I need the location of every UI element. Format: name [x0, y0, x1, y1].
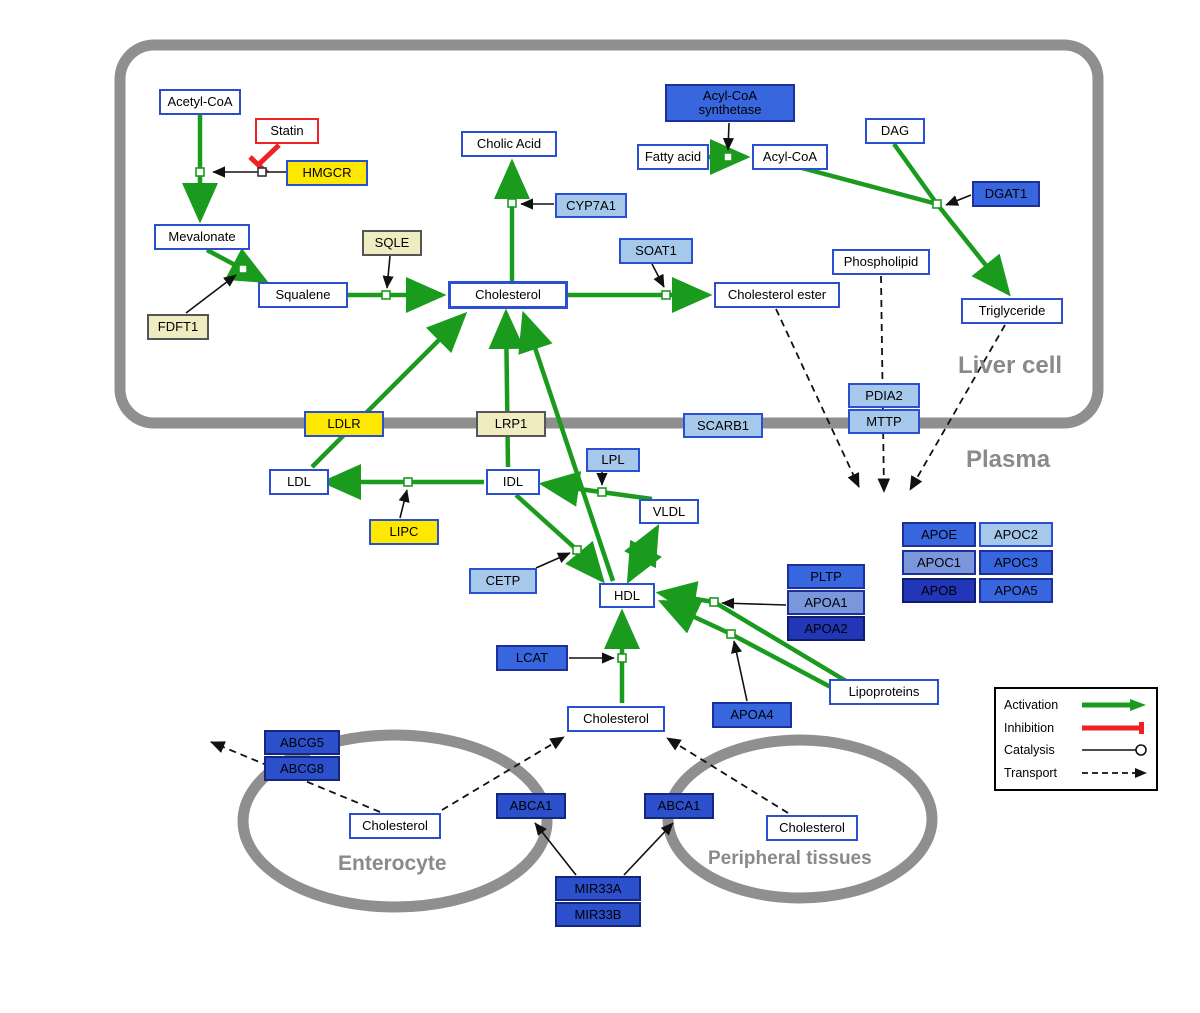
gene-ldlr[interactable]: LDLR	[304, 411, 384, 437]
node-hdl[interactable]: HDL	[599, 583, 655, 608]
gene-abca1-center[interactable]: ABCA1	[496, 793, 566, 819]
gene-apoa1[interactable]: APOA1	[787, 590, 865, 615]
node-acetyl-coa[interactable]: Acetyl-CoA	[159, 89, 241, 115]
legend-activation-row: Activation	[1004, 695, 1148, 715]
gene-scarb1[interactable]: SCARB1	[683, 413, 763, 438]
catalysis-circle-icon	[1082, 744, 1147, 757]
node-cholesterol-enterocyte[interactable]: Cholesterol	[349, 813, 441, 839]
gene-apoc2[interactable]: APOC2	[979, 522, 1053, 547]
gene-lcat[interactable]: LCAT	[496, 645, 568, 671]
node-statin[interactable]: Statin	[255, 118, 319, 144]
node-triglyceride[interactable]: Triglyceride	[961, 298, 1063, 324]
mir33-stack: MIR33A MIR33B	[555, 876, 641, 927]
gene-lipc[interactable]: LIPC	[369, 519, 439, 545]
node-cholesterol-liver[interactable]: Cholesterol	[448, 281, 568, 309]
gene-abca1-peripheral[interactable]: ABCA1	[644, 793, 714, 819]
gene-pdia2[interactable]: PDIA2	[848, 383, 920, 408]
gene-apoa4[interactable]: APOA4	[712, 702, 792, 728]
legend-inhibition-label: Inhibition	[1004, 720, 1055, 735]
legend: Activation Inhibition Catalysis Transpor…	[994, 687, 1158, 791]
inhibition-tee-icon	[1082, 721, 1144, 734]
gene-lpl[interactable]: LPL	[586, 448, 640, 472]
gene-mttp[interactable]: MTTP	[848, 409, 920, 434]
legend-catalysis-row: Catalysis	[1004, 740, 1148, 760]
gene-acyl-coa-synthetase[interactable]: Acyl-CoA synthetase	[665, 84, 795, 122]
node-phospholipid[interactable]: Phospholipid	[832, 249, 930, 275]
node-cholesterol-plasma[interactable]: Cholesterol	[567, 706, 665, 732]
peripheral-tissues-label: Peripheral tissues	[708, 848, 872, 869]
node-acyl-coa[interactable]: Acyl-CoA	[752, 144, 828, 170]
node-lipoproteins[interactable]: Lipoproteins	[829, 679, 939, 705]
abcg5-abcg8-stack: ABCG5 ABCG8	[264, 730, 340, 781]
gene-abcg5[interactable]: ABCG5	[264, 730, 340, 755]
node-cholic-acid[interactable]: Cholic Acid	[461, 131, 557, 157]
liver-cell-label: Liver cell	[958, 352, 1063, 379]
gene-soat1[interactable]: SOAT1	[619, 238, 693, 264]
node-cholesterol-peripheral[interactable]: Cholesterol	[766, 815, 858, 841]
legend-catalysis-label: Catalysis	[1004, 743, 1055, 758]
legend-transport-row: Transport	[1004, 763, 1148, 783]
legend-activation-label: Activation	[1004, 698, 1059, 712]
gene-apob[interactable]: APOB	[902, 578, 976, 603]
pltp-apoa-stack: PLTP APOA1 APOA2	[787, 564, 865, 641]
enterocyte-label: Enterocyte	[338, 852, 447, 875]
node-mevalonate[interactable]: Mevalonate	[154, 224, 250, 250]
node-fatty-acid[interactable]: Fatty acid	[637, 144, 709, 170]
activation-arrow-icon	[1082, 699, 1146, 711]
gene-mir33a[interactable]: MIR33A	[555, 876, 641, 901]
gene-apoe[interactable]: APOE	[902, 522, 976, 547]
plasma-label: Plasma	[966, 446, 1051, 473]
gene-pltp[interactable]: PLTP	[787, 564, 865, 589]
node-squalene[interactable]: Squalene	[258, 282, 348, 308]
gene-apoc3[interactable]: APOC3	[979, 550, 1053, 575]
apolipoprotein-grid: APOE APOC2 APOC1 APOC3 APOB APOA5	[902, 522, 1053, 603]
peripheral-tissues-membrane	[662, 734, 938, 904]
pdia2-mttp-stack: PDIA2 MTTP	[848, 383, 920, 434]
node-dag[interactable]: DAG	[865, 118, 925, 144]
legend-inhibition-row: Inhibition	[1004, 718, 1148, 738]
gene-cetp[interactable]: CETP	[469, 568, 537, 594]
reaction-node-squares	[195, 152, 942, 663]
gene-mir33b[interactable]: MIR33B	[555, 902, 641, 927]
gene-abcg8[interactable]: ABCG8	[264, 756, 340, 781]
node-vldl[interactable]: VLDL	[639, 499, 699, 524]
legend-transport-label: Transport	[1004, 765, 1058, 780]
liver-cell-membrane	[114, 39, 1104, 429]
activation-edges	[182, 115, 1011, 703]
gene-cyp7a1[interactable]: CYP7A1	[555, 193, 627, 218]
gene-hmgcr[interactable]: HMGCR	[286, 160, 368, 186]
gene-apoa5[interactable]: APOA5	[979, 578, 1053, 603]
gene-apoc1[interactable]: APOC1	[902, 550, 976, 575]
gene-sqle[interactable]: SQLE	[362, 230, 422, 256]
gene-fdft1[interactable]: FDFT1	[147, 314, 209, 340]
transport-dashed-arrow-icon	[1082, 767, 1147, 778]
gene-lrp1[interactable]: LRP1	[476, 411, 546, 437]
node-idl[interactable]: IDL	[486, 469, 540, 495]
gene-apoa2[interactable]: APOA2	[787, 616, 865, 641]
catalysis-edges	[185, 122, 972, 876]
gene-dgat1[interactable]: DGAT1	[972, 181, 1040, 207]
enterocyte-membrane	[237, 729, 553, 913]
node-ldl[interactable]: LDL	[269, 469, 329, 495]
node-cholesterol-ester[interactable]: Cholesterol ester	[714, 282, 840, 308]
